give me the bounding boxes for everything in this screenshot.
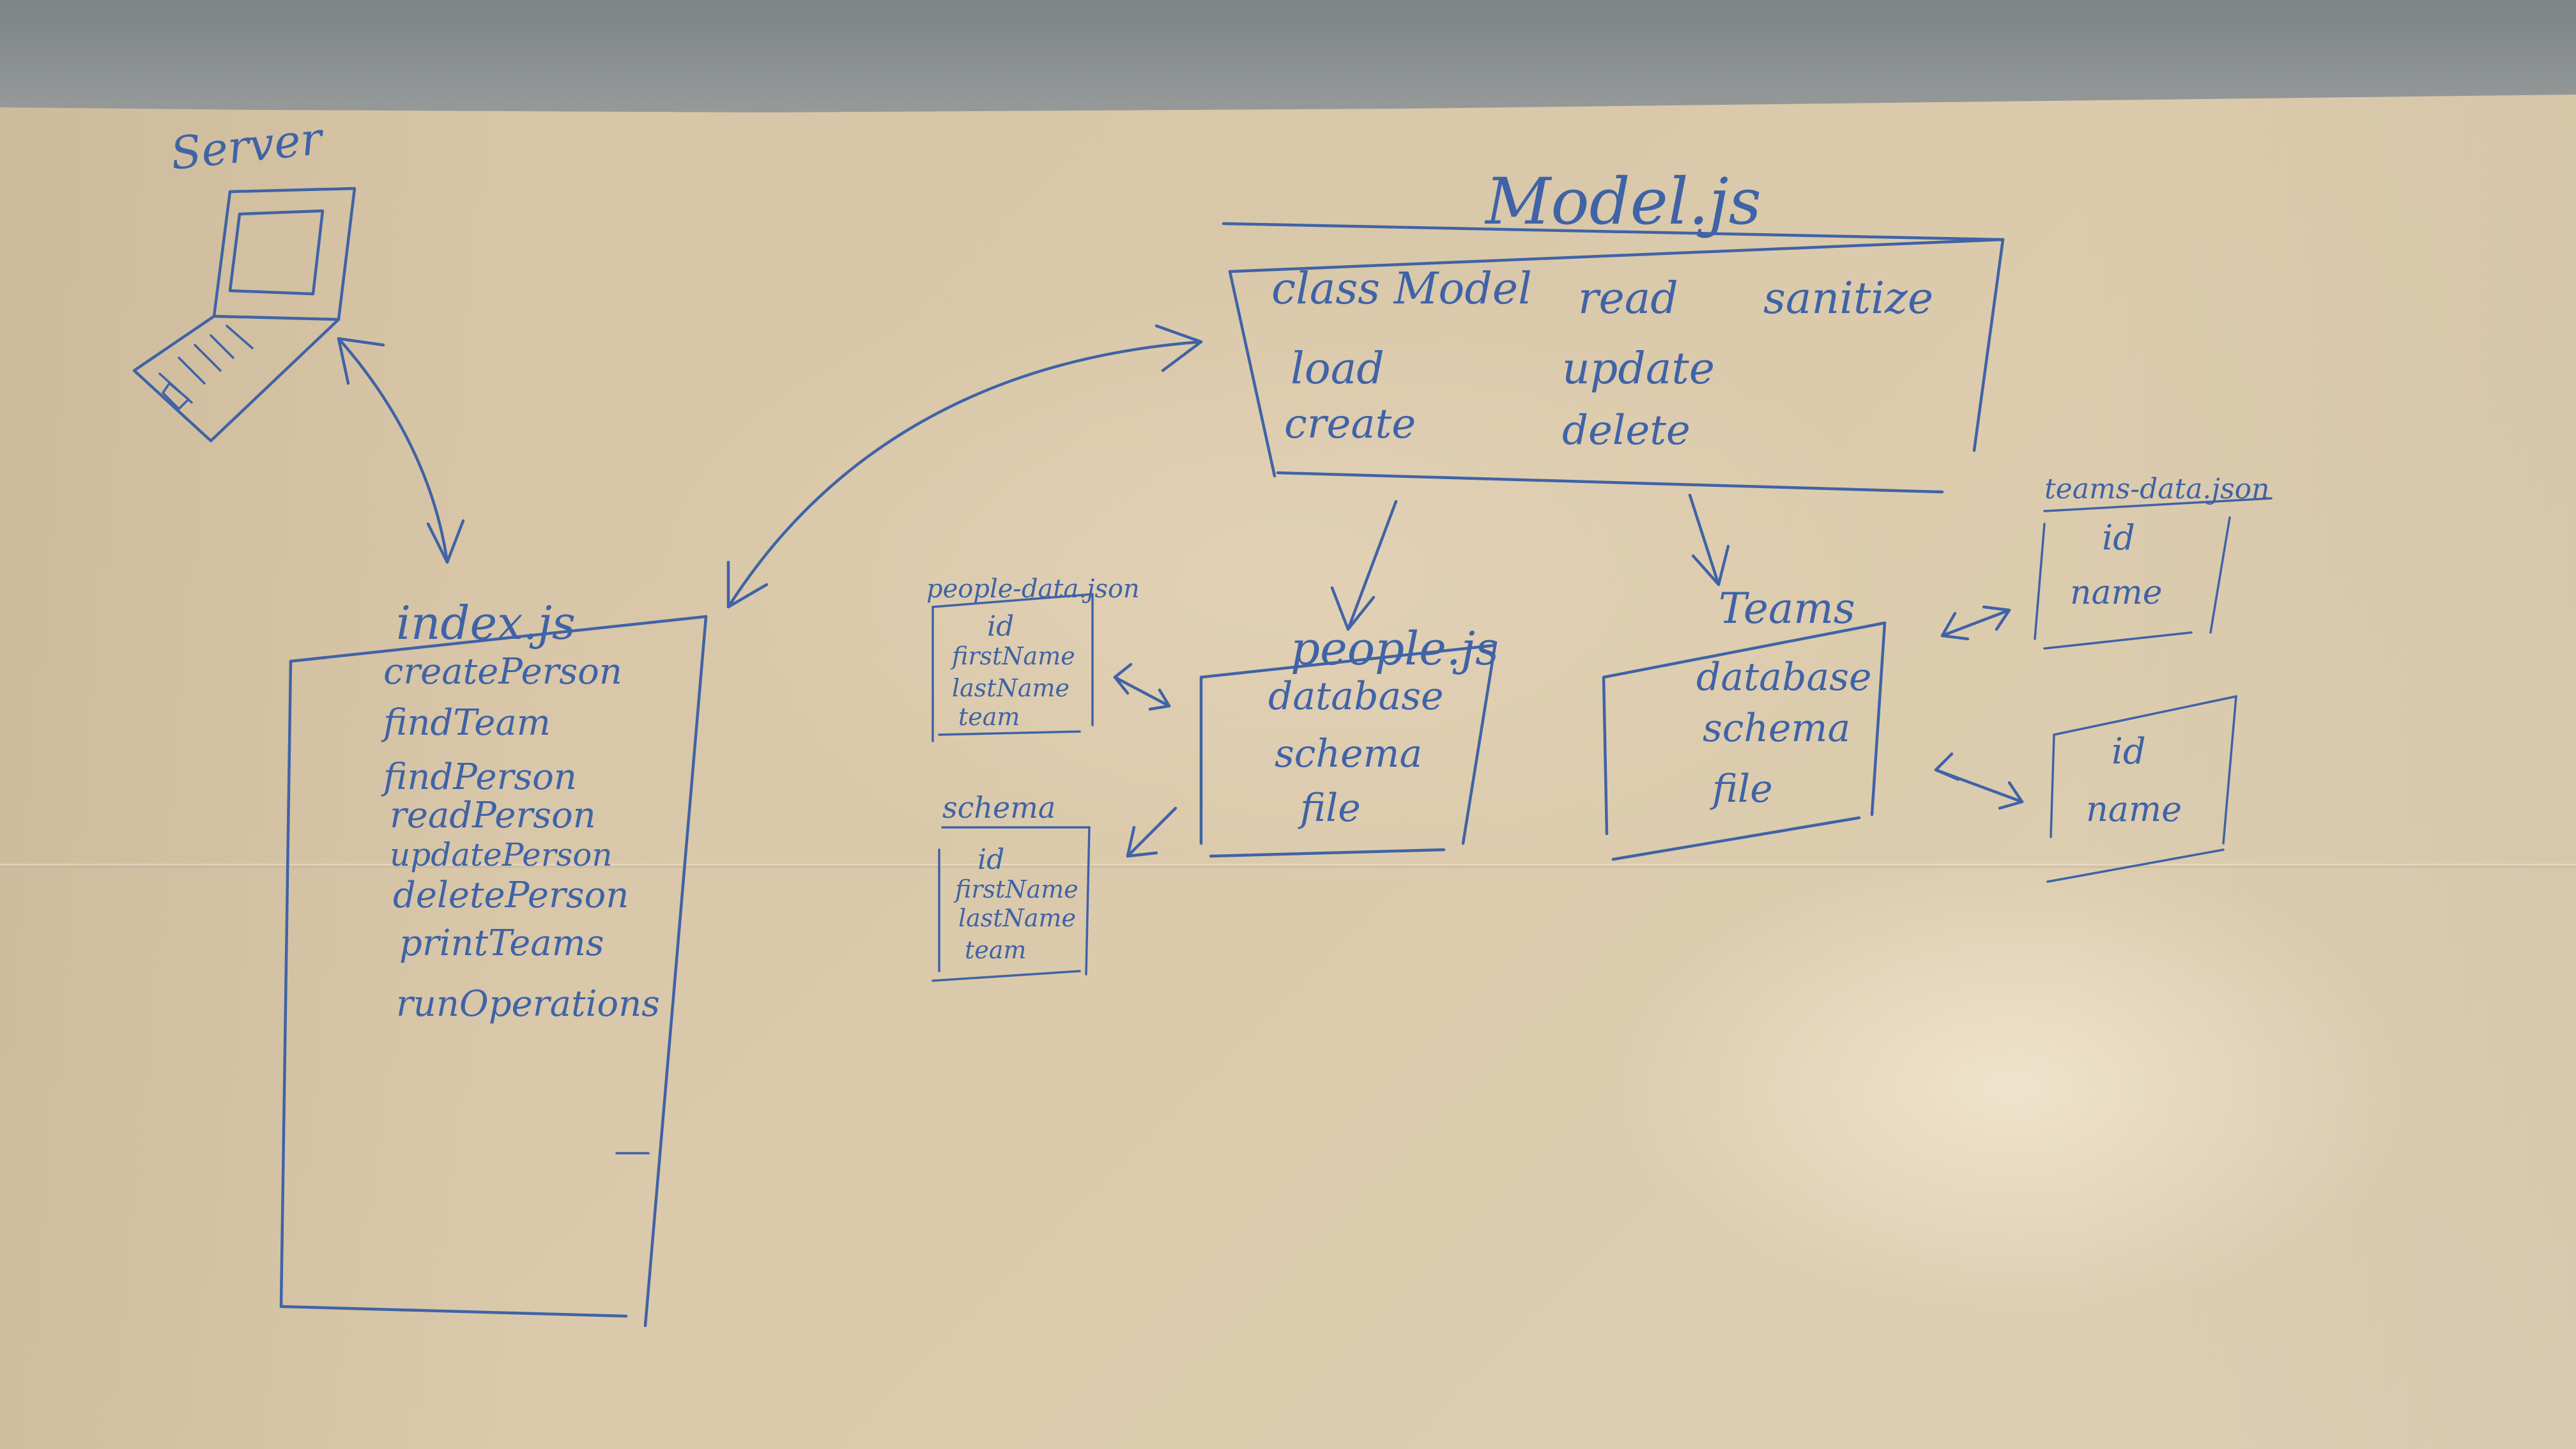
teams-field-0: database: [1696, 655, 1872, 700]
teams-field-2: file: [1710, 767, 1773, 811]
index-title: index.js: [396, 596, 576, 650]
laptop-icon: [132, 187, 356, 443]
model-method-3: load: [1291, 344, 1384, 394]
arrow-model-teams: [1688, 493, 1730, 586]
people-field-2: file: [1298, 786, 1361, 831]
model-method-4: update: [1562, 344, 1715, 394]
teams-data-box: [2034, 497, 2273, 650]
teams-box: [1602, 621, 1887, 861]
teams-field-1: schema: [1703, 706, 1850, 751]
teams-title: Teams: [1719, 584, 1855, 633]
index-box: [279, 615, 708, 1328]
index-func-0: createPerson: [383, 651, 622, 693]
model-method-6: delete: [1562, 407, 1690, 454]
arrow-server-index: [337, 337, 465, 564]
model-method-2: sanitize: [1763, 273, 1933, 324]
model-method-1: read: [1578, 273, 1678, 324]
arrow-people-schema: [1126, 806, 1177, 858]
teams-schema-box: [2046, 695, 2237, 883]
model-method-5: create: [1284, 401, 1416, 448]
model-method-0: class Model: [1271, 264, 1532, 314]
schema-field-1: firstName: [953, 875, 1078, 903]
server-label: Server: [168, 112, 326, 180]
people-data-box: [931, 593, 1094, 742]
arrow-teams-teamsschema: [1934, 752, 2024, 810]
teams-schema-field-0: id: [2112, 731, 2146, 772]
people-field-1: schema: [1275, 732, 1422, 776]
teams-data-field-0: id: [2102, 518, 2135, 558]
people-box: [1199, 643, 1497, 858]
arrow-peopledata-people: [1113, 663, 1171, 711]
people-data-field-3: team: [958, 703, 1020, 731]
index-func-6: printTeams: [399, 923, 604, 964]
index-func-3: readPerson: [390, 795, 596, 836]
arrow-teams-teamsdata: [1940, 605, 2011, 641]
schema-box: [931, 826, 1091, 982]
index-func-7: runOperations: [396, 983, 660, 1025]
arrow-model-people: [1330, 500, 1398, 631]
schema-title: schema: [942, 790, 1055, 825]
arrow-index-model: [726, 324, 1203, 609]
paper-fold: [0, 864, 2576, 868]
index-func-5: deletePerson: [393, 875, 629, 916]
teams-schema-field-1: name: [2086, 789, 2182, 829]
model-title: Model.js: [1484, 164, 1761, 239]
index-func-2: findPerson: [381, 756, 577, 798]
people-data-field-2: lastName: [952, 674, 1070, 702]
schema-field-3: team: [965, 936, 1026, 964]
index-func-4: updatePerson: [390, 836, 613, 873]
teams-data-field-1: name: [2070, 574, 2163, 612]
index-func-1: findTeam: [381, 702, 551, 744]
schema-field-2: lastName: [958, 904, 1076, 932]
model-box: [1222, 222, 2005, 494]
schema-field-0: id: [977, 843, 1004, 876]
people-field-0: database: [1268, 674, 1444, 719]
people-data-field-0: id: [987, 610, 1014, 643]
people-data-field-1: firstName: [950, 642, 1075, 670]
